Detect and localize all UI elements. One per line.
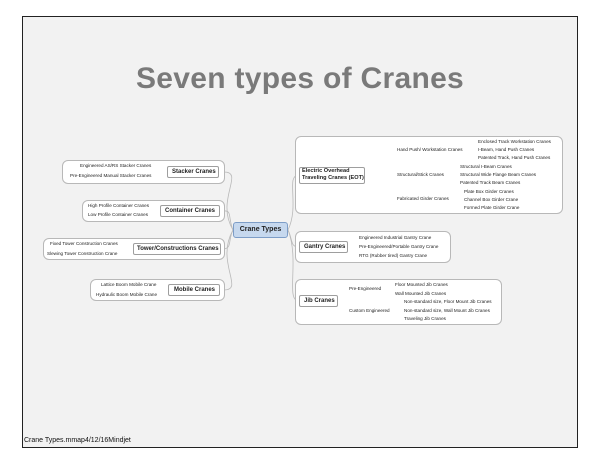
- list-item: Patented Track, Hand Push Cranes: [478, 155, 551, 160]
- stacker-cranes-node[interactable]: [167, 166, 219, 178]
- tower-cranes-node[interactable]: [133, 243, 221, 255]
- topic-label: Tower/Constructions Cranes: [137, 246, 219, 252]
- list-item: Structural I-Beam Cranes: [460, 164, 512, 169]
- list-item: RTG (Rubber tired) Gantry Crane: [359, 253, 428, 258]
- topic-label: Jib Cranes: [304, 298, 335, 304]
- list-item: High Profile Container Cranes: [88, 203, 150, 208]
- list-item: Plate Box Girder Cranes: [464, 189, 514, 194]
- list-item: Lattice Boom Mobile Crane: [101, 282, 157, 287]
- list-item: Floor Mounted Jib Cranes: [395, 282, 448, 287]
- topic-label: Stacker Cranes: [172, 169, 216, 175]
- list-item: Engineered Industrial Gantry Crane: [359, 235, 432, 240]
- list-item: Formed Plate Girder Crane: [464, 205, 520, 210]
- list-item: Non-standard size, Wall Mount Jib Cranes: [404, 308, 490, 313]
- list-item: Wall Mounted Jib Cranes: [395, 291, 447, 296]
- topic-label: Container Cranes: [165, 208, 216, 214]
- list-item: Engineered AS/RS Stacker Cranes: [80, 163, 152, 168]
- list-item: Pre-Engineered Manual Stacker Cranes: [70, 173, 152, 178]
- page-title: Seven types of Cranes: [135, 62, 465, 95]
- topic-label: Gantry Cranes: [304, 244, 346, 250]
- list-item: Non-standard size, Floor Mount Jib Crane…: [404, 299, 492, 304]
- sub-topic-label: Hand Push/ Workstation Cranes: [397, 147, 463, 152]
- list-item: Hydraulic Boom Mobile Crane: [96, 292, 158, 297]
- list-item: Channel Box Girder Crane: [464, 197, 519, 202]
- sub-topic-label: Structural/Stick Cranes: [397, 172, 444, 177]
- list-item: Traveling Jib Cranes: [404, 316, 446, 321]
- topic-label: Electric Overhead Traveling Cranes (EOT): [302, 168, 364, 181]
- list-item: Low Profile Container Cranes: [88, 212, 149, 217]
- list-item: Structural Wide Flange Beam Cranes: [460, 172, 537, 177]
- list-item: Slewing Tower Construction Crane: [47, 251, 118, 256]
- mobile-cranes-node[interactable]: [168, 284, 220, 296]
- footer-caption: Crane Types.mmap4/12/16Mindjet: [24, 437, 131, 444]
- gantry-cranes-node[interactable]: [299, 241, 348, 253]
- list-item: I-Beam, Hand Push Cranes: [478, 147, 535, 152]
- eot-cranes-node[interactable]: [299, 167, 365, 184]
- list-item: Enclosed Track Workstation Cranes: [478, 139, 551, 144]
- container-cranes-node[interactable]: [160, 205, 220, 217]
- list-item: Fixed Tower Construction Cranes: [50, 241, 118, 246]
- sub-topic-label: Fabricated Girder Cranes: [397, 196, 449, 201]
- list-item: Pre-Engineered/Portable Gantry Crane: [359, 244, 439, 249]
- sub-topic-label: Custom Engineered: [349, 308, 390, 313]
- central-topic[interactable]: Crane Types: [233, 222, 288, 238]
- list-item: Patented Track Beam Cranes: [460, 180, 521, 185]
- sub-topic-label: Pre-Engineered: [349, 286, 382, 291]
- jib-cranes-node[interactable]: [299, 295, 338, 307]
- topic-label: Mobile Cranes: [174, 287, 216, 293]
